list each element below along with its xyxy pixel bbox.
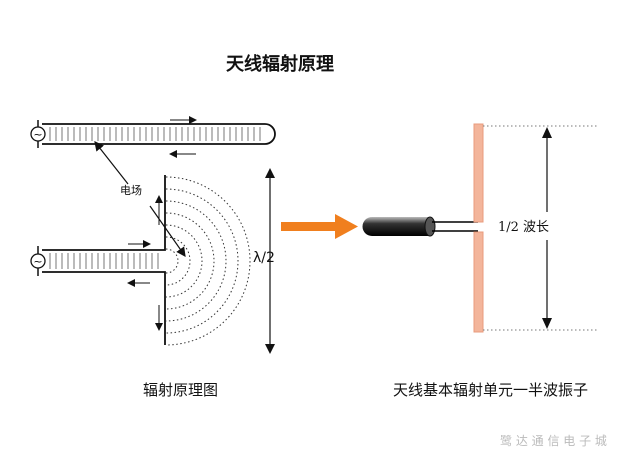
transition-arrow (281, 214, 358, 239)
svg-text:~: ~ (33, 128, 42, 141)
watermark-text: 鹭 达 通 信 电 子 城 (500, 434, 607, 448)
halfwave-label: 1/2 波长 (498, 220, 550, 235)
bottom-transmission-line (42, 175, 166, 345)
radiated-field-arcs (165, 176, 251, 346)
svg-text:~: ~ (33, 255, 42, 268)
lambda-label: λ/2 (253, 250, 275, 266)
coax-cable (362, 216, 478, 237)
half-wave-dipole (473, 123, 598, 333)
efield-label: 电场 (120, 184, 142, 197)
lambda-dimension (265, 168, 275, 354)
source-symbol-bottom: ~ (30, 246, 46, 276)
right-caption: 天线基本辐射单元一半波振子 (393, 381, 589, 399)
left-caption: 辐射原理图 (143, 381, 219, 399)
page-title: 天线辐射原理 (226, 54, 334, 75)
source-symbol-top: ~ (30, 120, 46, 148)
halfwave-dimension (542, 127, 552, 329)
top-transmission-line (42, 116, 276, 158)
efield-arrows (94, 141, 186, 257)
